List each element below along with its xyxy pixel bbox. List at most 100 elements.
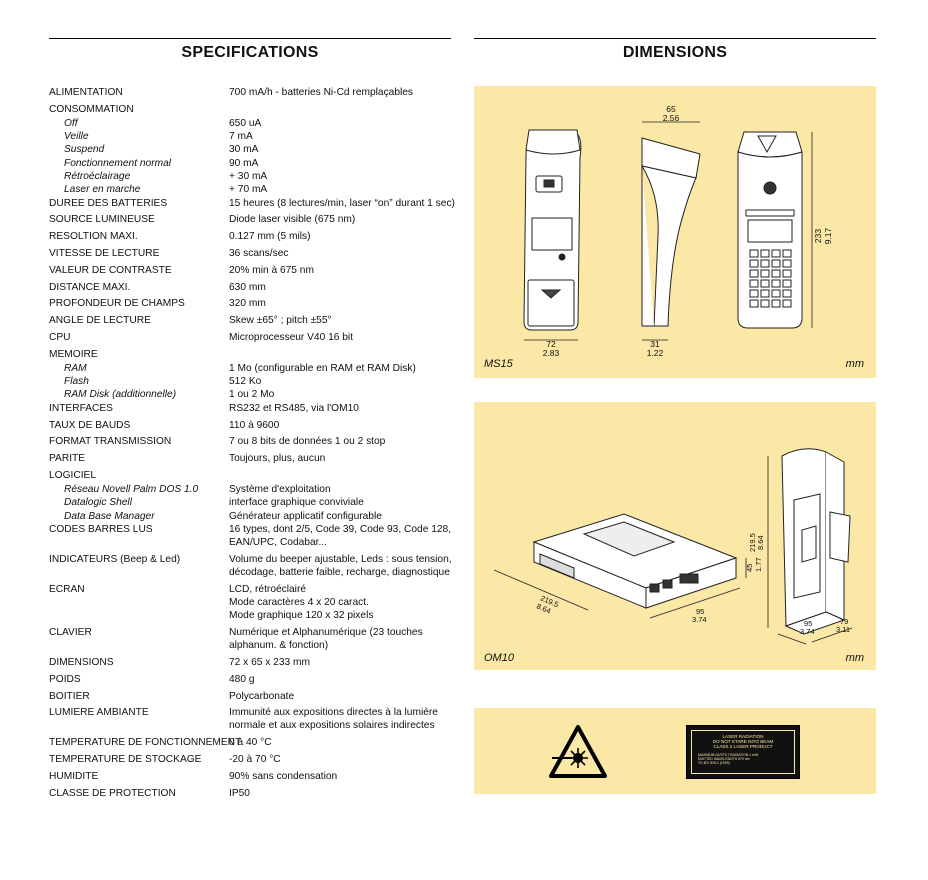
spec-value-line: 30 mA [229,144,259,156]
spec-value: 7 mA [229,130,253,143]
spec-value-line: Immunité aux expositions directes à la l… [229,707,438,719]
spec-value: 700 mA/h - batteries Ni-Cd remplaçables [229,86,413,99]
spec-label: PROFONDEUR DE CHAMPS [49,298,185,310]
om10-cradle-height-in: 8.64 [756,535,765,550]
spec-value-line: 7 ou 8 bits de données 1 ou 2 stop [229,436,386,448]
keypad-key [782,279,792,288]
spec-value: 1 ou 2 Mo [229,388,274,401]
spec-label: TEMPERATURE DE FONCTIONNEMENT [49,737,242,749]
spec-label: DIMENSIONS [49,657,114,668]
spec-value: Microprocesseur V40 16 bit [229,331,353,344]
spec-label: SOURCE LUMINEUSE [49,214,155,226]
spec-value-line: Diode laser visible (675 nm) [229,214,356,226]
om10-cradle-height-mm: 219.5 [748,533,757,552]
spec-label: VITESSE DE LECTURE [49,248,160,259]
specifications-top-rule [49,38,451,39]
spec-value-line: Mode graphique 120 x 32 pixels [229,609,374,621]
spec-label: ANGLE DE LECTURE [49,315,151,327]
spec-value-line: + 30 mA [229,171,268,182]
spec-value-line: -20 à 70 °C [229,754,281,766]
spec-value-line: LCD, rétroéclairé [229,583,306,595]
spec-sublabel: Rétroéclairage [64,171,131,182]
spec-label: BOITIER [49,690,90,702]
keypad-key [749,259,759,268]
spec-value-line: Mode caractères 4 x 20 caract. [229,596,369,608]
om10-unit: mm [845,652,864,664]
spec-value: 1 Mo (configurable en RAM et RAM Disk) [229,362,416,375]
ms15-dimensions-panel: 72 2.83 31 1.22 65 2.56 233 9.17 MS15 mm [474,86,876,378]
spec-sublabel: Fonctionnement normal [64,157,172,169]
spec-value-line: Numérique et Alphanumérique (23 touches [229,627,423,638]
spec-value: RS232 et RS485, via l'OM10 [229,402,359,415]
spec-value-line: Toujours, plus, aucun [229,453,326,465]
spec-value: 320 mm [229,297,266,310]
spec-value: 72 x 65 x 233 mm [229,656,310,669]
spec-label: DISTANCE MAXI. [49,281,131,293]
spec-value: 7 ou 8 bits de données 1 ou 2 stop [229,435,385,448]
spec-label: VALEUR DE CONTRASTE [49,264,172,276]
spec-value: 110 à 9600 [229,419,279,432]
spec-value: 650 uA [229,117,261,130]
spec-value-line: RS232 et RS485, via l'OM10 [229,402,359,414]
spec-value-line: Microprocesseur V40 16 bit [229,332,354,343]
keypad-key [771,249,781,258]
spec-value-line: + 70 mA [229,184,268,196]
spec-value: Générateur applicatif configurable [229,510,382,523]
spec-label: LOGICIEL [49,469,96,481]
spec-value: 15 heures (8 lectures/min, laser “on” du… [229,197,455,210]
om10-base-unit [532,513,738,609]
om10-cradle-width-mm: 95 [804,619,812,628]
dimensions-top-rule [474,38,876,39]
spec-label: RESOLTION MAXI. [49,231,138,243]
om10-cradle-depth-in: 3.11 [836,625,850,634]
spec-sublabel: Suspend [64,144,105,156]
spec-label: HUMIDITE [49,771,99,782]
om10-caption: OM10 [484,652,514,664]
om10-cradle-width-in: 3.74 [800,627,815,636]
spec-value-line: 15 heures (8 lectures/min, laser “on” du… [229,197,455,209]
spec-label: POIDS [49,673,81,685]
laser-label-line-3: CLASS 2 LASER PRODUCT [713,744,773,750]
spec-value: Polycarbonate [229,690,294,703]
specifications-heading: SPECIFICATIONS [181,44,319,61]
ms15-depth-mm: 31 [650,339,660,349]
spec-value: 90% sans condensation [229,770,337,783]
ms15-height-in: 9.17 [823,227,833,244]
keypad-key [749,279,759,288]
keypad-key [782,259,792,268]
spec-label: LUMIERE AMBIANTE [49,707,149,719]
laser-label-fine-2: EMITTED WAVELENGTH 670 nm [698,756,750,761]
spec-label: INDICATEURS (Beep & Led) [49,553,181,565]
spec-value-line: 320 mm [229,298,266,310]
laser-label-fine-3: TO IEC 825-1 (1993) [698,761,730,766]
spec-value-line: normale et aux expositions solaires indi… [229,720,435,732]
spec-sublabel: Veille [64,131,89,143]
spec-value: 16 types, dont 2/5, Code 39, Code 93, Co… [229,523,451,549]
keypad-key [760,259,770,268]
spec-sublabel: Laser en marche [64,184,141,196]
spec-sublabel: Data Base Manager [64,510,155,522]
spec-value-line: 700 mA/h - batteries Ni-Cd remplaçables [229,87,414,98]
spec-value: Immunité aux expositions directes à la l… [229,706,438,732]
ms15-unit: mm [845,358,864,370]
spec-label: MEMOIRE [49,348,98,360]
ms15-width-in: 2.83 [543,348,560,358]
keypad-key [760,249,770,258]
om10-width-in: 3.74 [692,615,707,624]
spec-label: CODES BARRES LUS [49,523,153,535]
spec-label: CLASSE DE PROTECTION [49,787,176,799]
spec-label: ECRAN [49,583,85,595]
keypad-key [760,279,770,288]
spec-sublabel: Datalogic Shell [64,497,132,509]
spec-value: Système d'exploitation [229,483,331,496]
spec-value-line: 110 à 9600 [229,419,280,431]
ms15-drawing: 72 2.83 31 1.22 65 2.56 233 9.17 [523,104,833,358]
spec-value: IP50 [229,787,250,800]
spec-value-line: 7 mA [229,131,253,143]
spec-value-line: décodage, batterie faible, recharge, dia… [229,566,450,578]
spec-value: 480 g [229,673,255,686]
spec-sublabel: Flash [64,376,89,388]
spec-value-line: 630 mm [229,281,266,293]
spec-value: Toujours, plus, aucun [229,452,325,465]
spec-label: TEMPERATURE DE STOCKAGE [49,754,202,766]
